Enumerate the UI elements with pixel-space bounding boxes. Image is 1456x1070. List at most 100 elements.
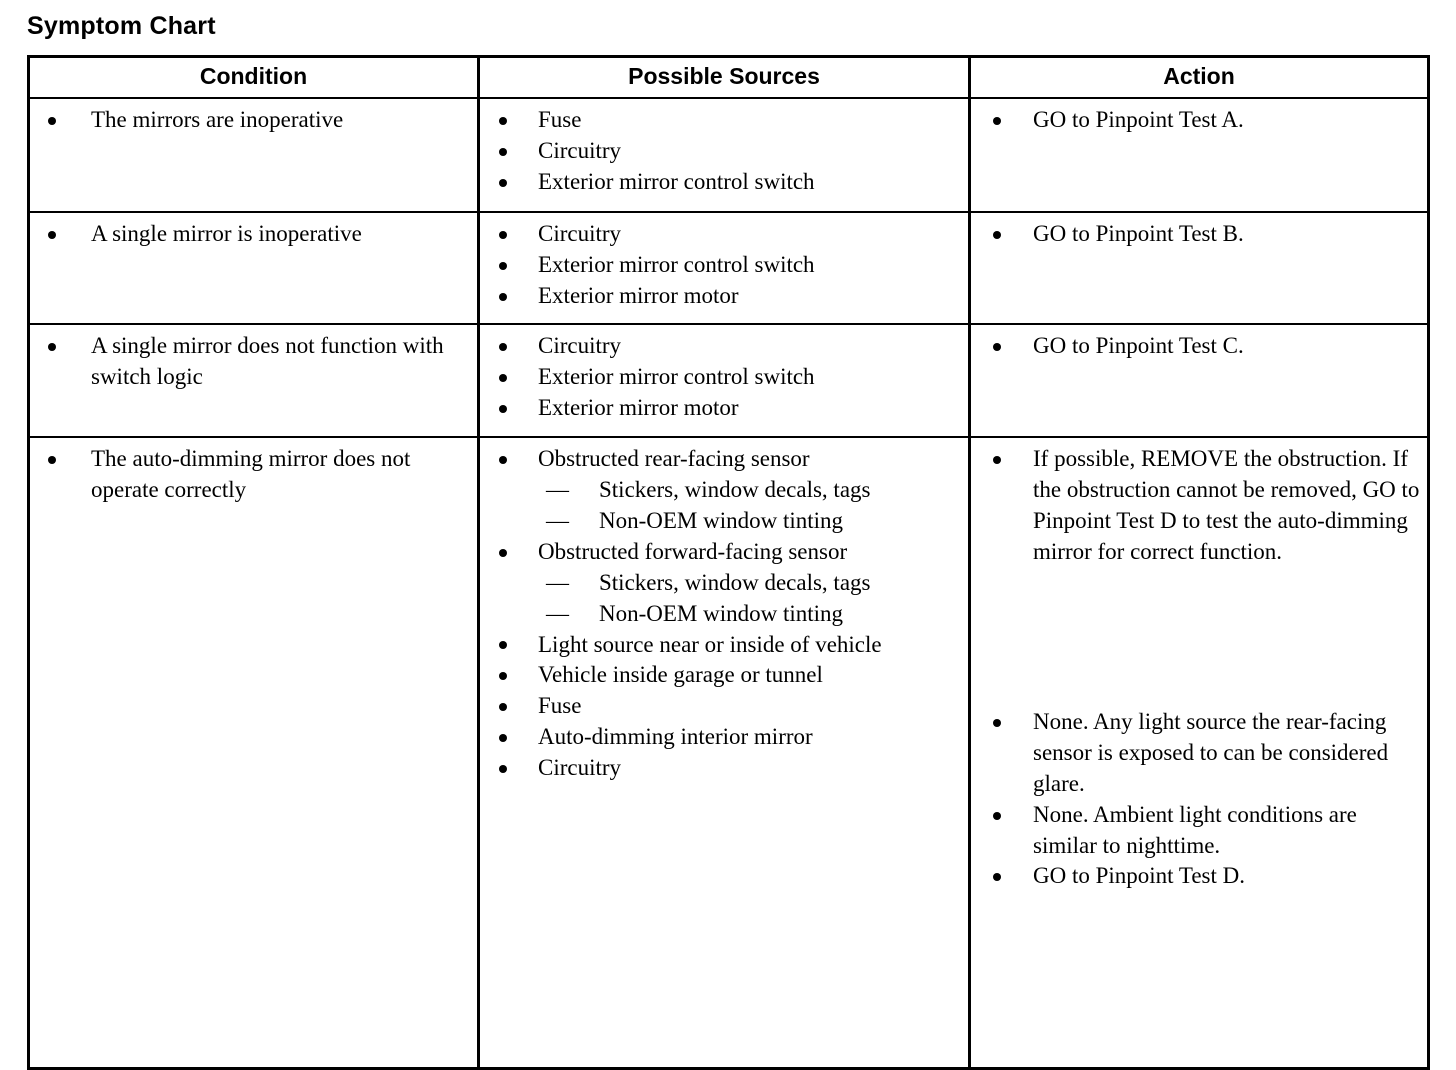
sub-list-item: — Non-OEM window tinting: [538, 506, 964, 537]
list-item: None. Any light source the rear-facing s…: [971, 707, 1423, 800]
sources-cell: Obstructed rear-facing sensor — Stickers…: [478, 437, 971, 1069]
list-item-label: A single mirror is inoperative: [91, 221, 362, 246]
list-item-label: GO to Pinpoint Test A.: [1033, 107, 1244, 132]
list-item: GO to Pinpoint Test A.: [971, 105, 1423, 136]
action-list: GO to Pinpoint Test B.: [971, 219, 1423, 250]
page-title: Symptom Chart: [27, 12, 216, 40]
bullet-icon: [499, 342, 507, 351]
em-dash-icon: —: [546, 476, 569, 502]
list-item-label: None. Ambient light conditions are simil…: [1033, 801, 1357, 858]
list-item: Obstructed forward-facing sensor — Stick…: [480, 537, 964, 630]
bullet-icon: [48, 230, 56, 239]
sub-list-item-label: Stickers, window decals, tags: [599, 569, 871, 595]
list-item: GO to Pinpoint Test B.: [971, 219, 1423, 250]
action-cell: GO to Pinpoint Test C.: [969, 324, 1429, 438]
condition-cell: A single mirror is inoperative: [28, 212, 480, 325]
bullet-icon: [993, 811, 1001, 820]
list-item: Fuse: [480, 691, 964, 722]
bullet-icon: [499, 230, 507, 239]
bullet-icon: [499, 261, 507, 270]
bullet-icon: [993, 116, 1001, 125]
bullet-icon: [499, 116, 507, 125]
bullet-icon: [499, 734, 507, 743]
list-item: Exterior mirror control switch: [480, 167, 964, 198]
list-item: Circuitry: [480, 219, 964, 250]
sources-list: Circuitry Exterior mirror control switch…: [480, 331, 964, 424]
list-item-label: Exterior mirror motor: [538, 282, 739, 308]
bullet-icon: [993, 873, 1001, 882]
list-item-label: Circuitry: [538, 221, 622, 246]
condition-cell: A single mirror does not function with s…: [28, 324, 480, 438]
table-row: A single mirror is inoperative Circuitry…: [28, 212, 1429, 325]
bullet-icon: [48, 116, 56, 125]
sources-list: Circuitry Exterior mirror control switch…: [480, 219, 964, 312]
condition-list: The mirrors are inoperative: [30, 105, 473, 136]
action-list: If possible, REMOVE the obstruction. If …: [971, 444, 1423, 892]
bullet-icon: [499, 455, 507, 464]
list-item-label: None. Any light source the rear-facing s…: [1033, 708, 1389, 796]
sources-list: Obstructed rear-facing sensor — Stickers…: [480, 444, 964, 784]
bullet-icon: [48, 455, 56, 464]
table-row: The mirrors are inoperative Fuse Circuit…: [28, 98, 1429, 213]
sub-list-item: — Stickers, window decals, tags: [538, 568, 964, 599]
list-item: Exterior mirror control switch: [480, 362, 964, 393]
list-item-label: Fuse: [538, 693, 582, 719]
sub-list-item-label: Non-OEM window tinting: [599, 600, 844, 626]
list-item: GO to Pinpoint Test D.: [971, 861, 1423, 892]
list-item-label: Auto-dimming interior mirror: [538, 724, 813, 750]
list-item-label: Circuitry: [538, 755, 622, 781]
column-header-possible-sources: Possible Sources: [478, 56, 971, 99]
bullet-icon: [48, 342, 56, 351]
condition-list: A single mirror is inoperative: [30, 219, 473, 250]
list-item-label: Light source near or inside of vehicle: [538, 631, 882, 657]
em-dash-icon: —: [546, 569, 569, 595]
list-item: Circuitry: [480, 331, 964, 362]
symptom-chart-table: Condition Possible Sources Action The mi…: [27, 55, 1430, 1070]
condition-list: The auto-dimming mirror does not operate…: [30, 444, 473, 506]
list-item: Light source near or inside of vehicle: [480, 630, 964, 661]
sources-list: Fuse Circuitry Exterior mirror control s…: [480, 105, 964, 198]
list-item-label: If possible, REMOVE the obstruction. If …: [1033, 446, 1420, 564]
list-item-label: GO to Pinpoint Test C.: [1033, 333, 1244, 358]
table-row: The auto-dimming mirror does not operate…: [28, 437, 1429, 1069]
bullet-icon: [993, 455, 1001, 464]
list-item-label: Circuitry: [538, 137, 622, 163]
sub-list-item: — Stickers, window decals, tags: [538, 475, 964, 506]
list-item-label: GO to Pinpoint Test B.: [1033, 221, 1244, 246]
list-item: A single mirror is inoperative: [30, 219, 473, 250]
sub-list: — Stickers, window decals, tags — Non-OE…: [538, 475, 964, 537]
list-item: If possible, REMOVE the obstruction. If …: [971, 444, 1423, 568]
action-cell: If possible, REMOVE the obstruction. If …: [970, 437, 1429, 1069]
list-item-label: Obstructed forward-facing sensor: [538, 538, 848, 564]
list-item: The auto-dimming mirror does not operate…: [30, 444, 473, 506]
list-item-label: Circuitry: [538, 333, 622, 358]
bullet-icon: [499, 672, 507, 681]
column-header-condition: Condition: [28, 56, 480, 99]
list-item: GO to Pinpoint Test C.: [971, 331, 1423, 362]
condition-cell: The mirrors are inoperative: [28, 98, 480, 213]
list-item: A single mirror does not function with s…: [30, 331, 473, 393]
list-item: Auto-dimming interior mirror: [480, 722, 964, 753]
bullet-icon: [499, 147, 507, 156]
bullet-icon: [499, 178, 507, 187]
table-header-row: Condition Possible Sources Action: [28, 56, 1429, 99]
em-dash-icon: —: [546, 600, 569, 626]
condition-list: A single mirror does not function with s…: [30, 331, 473, 393]
list-item-label: A single mirror does not function with s…: [91, 333, 444, 389]
list-item: Fuse: [480, 105, 964, 136]
list-item: Exterior mirror motor: [480, 393, 964, 424]
action-list: GO to Pinpoint Test C.: [971, 331, 1423, 362]
sub-list-item-label: Non-OEM window tinting: [599, 507, 844, 533]
sources-cell: Fuse Circuitry Exterior mirror control s…: [478, 98, 971, 213]
list-item-label: Exterior mirror control switch: [538, 363, 815, 389]
bullet-icon: [499, 292, 507, 301]
list-item: Vehicle inside garage or tunnel: [480, 660, 964, 691]
list-item: Circuitry: [480, 136, 964, 167]
action-list: GO to Pinpoint Test A.: [971, 105, 1423, 136]
em-dash-icon: —: [546, 507, 569, 533]
list-item-label: Vehicle inside garage or tunnel: [538, 662, 823, 688]
list-item-label: Exterior mirror control switch: [538, 168, 815, 194]
list-item-label: The mirrors are inoperative: [91, 107, 344, 132]
bullet-icon: [993, 342, 1001, 351]
condition-cell: The auto-dimming mirror does not operate…: [28, 437, 480, 1069]
